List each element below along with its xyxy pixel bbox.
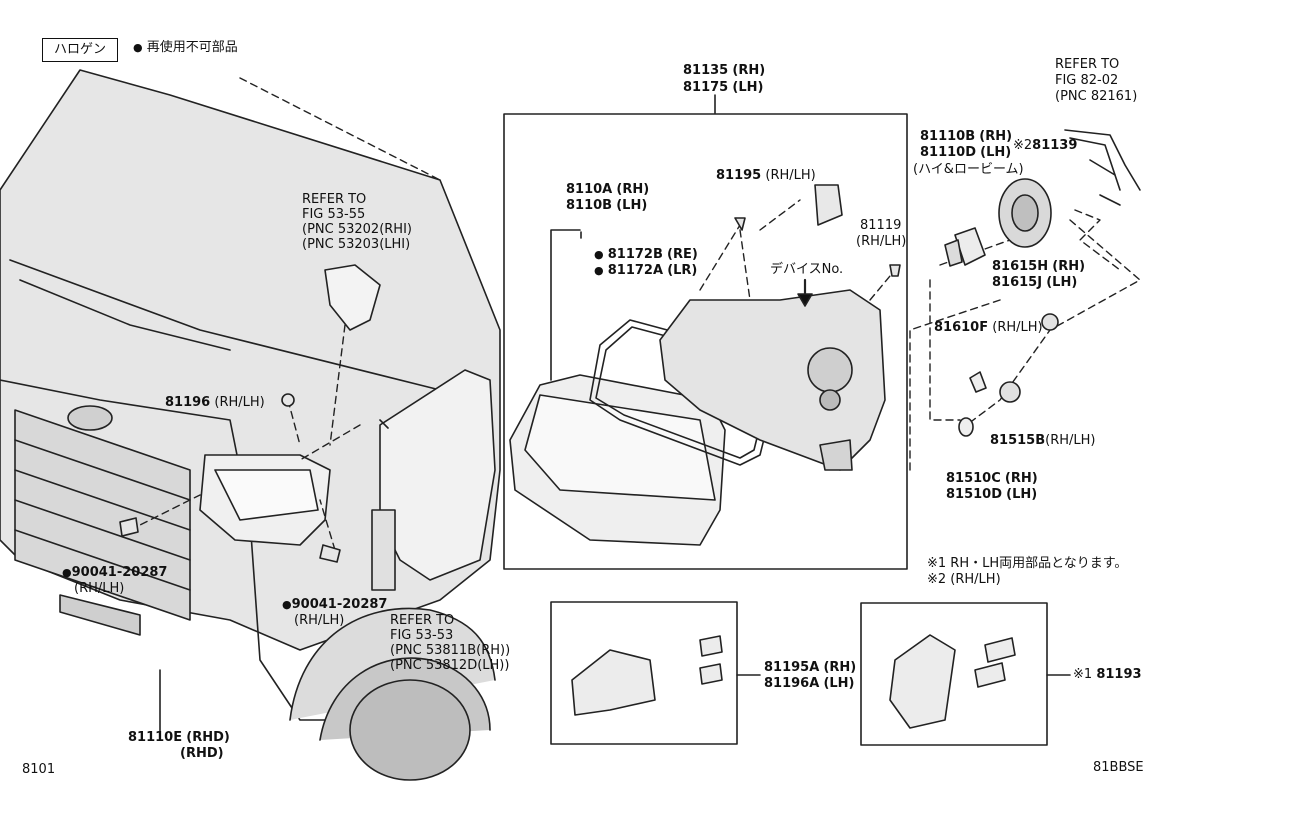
label-81193: ※1 81193 bbox=[1073, 667, 1142, 682]
legend-non-reusable: ● 再使用不可部品 bbox=[133, 40, 238, 55]
label-bolt-b-side: (RH/LH) bbox=[294, 613, 345, 628]
label-81196a: 81196A (LH) bbox=[764, 676, 855, 691]
label-device-no: デバイスNo. bbox=[770, 262, 844, 277]
wire-harness bbox=[1064, 129, 1141, 206]
refer-53-53-line2: FIG 53-53 bbox=[390, 628, 454, 643]
label-81172a: ● 81172A (LR) bbox=[594, 263, 698, 278]
bulb-81510c bbox=[958, 417, 974, 437]
assembly-frame bbox=[503, 113, 908, 570]
headlamp-bulb bbox=[944, 227, 986, 267]
label-81175: 81175 (LH) bbox=[683, 80, 764, 95]
device-arrowhead bbox=[797, 293, 813, 307]
refer-53-53-line1: REFER TO bbox=[390, 613, 455, 628]
label-81510d: 81510D (LH) bbox=[946, 487, 1038, 502]
label-81615j: 81615J (LH) bbox=[992, 275, 1078, 290]
bracket-81193 bbox=[889, 634, 1016, 729]
aim-adjuster bbox=[814, 184, 843, 226]
label-81515b: 81515B(RH/LH) bbox=[990, 433, 1096, 448]
label-bolt-a-side: (RH/LH) bbox=[74, 581, 125, 596]
label-81139: ※281139 bbox=[1013, 138, 1078, 153]
headlamp-housing bbox=[659, 289, 886, 471]
label-81110e: 81110E (RHD) bbox=[128, 730, 230, 745]
label-8110b: 8110B (LH) bbox=[566, 198, 648, 213]
label-81110d: 81110D (LH) bbox=[920, 145, 1012, 160]
refer-53-53-line4: (PNC 53812D(LH)) bbox=[390, 658, 510, 673]
fender-panel bbox=[371, 369, 496, 591]
label-81172b: ● 81172B (RE) bbox=[594, 247, 698, 262]
refer-82-02-line2: FIG 82-02 bbox=[1055, 73, 1119, 88]
note-2: ※2 (RH/LH) bbox=[927, 572, 1001, 587]
label-81110b: 81110B (RH) bbox=[920, 129, 1013, 144]
figure-code: 81BBSE bbox=[1093, 760, 1144, 775]
bulb-81610f bbox=[969, 371, 987, 393]
halogen-badge: ハロゲン bbox=[42, 38, 118, 62]
label-rhd: (RHD) bbox=[180, 746, 224, 761]
bracket-box-81195a bbox=[550, 601, 738, 745]
unit-bracket bbox=[550, 229, 582, 381]
socket-81615 bbox=[1041, 313, 1059, 331]
label-81610f: 81610F (RH/LH) bbox=[934, 320, 1043, 335]
label-81196: 81196 (RH/LH) bbox=[165, 395, 265, 410]
refer-53-55-line2: FIG 53-55 bbox=[302, 207, 366, 222]
label-8110a: 8110A (RH) bbox=[566, 182, 650, 197]
refer-53-55-line4: (PNC 53203(LHI) bbox=[302, 237, 411, 252]
label-bolt-a: ●90041-20287 bbox=[62, 565, 168, 580]
socket-81515b bbox=[999, 381, 1021, 403]
refer-53-55-line1: REFER TO bbox=[302, 192, 367, 207]
label-81195: 81195 (RH/LH) bbox=[716, 168, 816, 183]
label-81510c: 81510C (RH) bbox=[946, 471, 1038, 486]
bracket-box-81193 bbox=[860, 602, 1048, 746]
bracket-81195a bbox=[571, 635, 723, 716]
label-bolt-b: ●90041-20287 bbox=[282, 597, 388, 612]
refer-53-53-line3: (PNC 53811B(RH)) bbox=[390, 643, 511, 658]
dust-cover bbox=[998, 178, 1052, 248]
label-81615h: 81615H (RH) bbox=[992, 259, 1086, 274]
refer-82-02-line1: REFER TO bbox=[1055, 57, 1120, 72]
installed-headlamp bbox=[199, 454, 331, 546]
refer-82-02-line3: (PNC 82161) bbox=[1055, 89, 1138, 104]
label-81195a: 81195A (RH) bbox=[764, 660, 857, 675]
wheel bbox=[289, 607, 496, 781]
page-id: 8101 bbox=[22, 762, 56, 777]
refer-53-55-line3: (PNC 53202(RHI) bbox=[302, 222, 412, 237]
label-81119: 81119 bbox=[860, 218, 902, 233]
vehicle-body bbox=[0, 69, 501, 721]
headlamp-lens bbox=[509, 374, 726, 546]
label-81135: 81135 (RH) bbox=[683, 63, 766, 78]
bullet-icon: ● bbox=[133, 41, 143, 54]
legend-text: 再使用不可部品 bbox=[146, 40, 238, 55]
label-hi-lo-beam: (ハイ&ロービーム) bbox=[913, 162, 1024, 177]
box-leaders bbox=[714, 94, 1071, 676]
note-1: ※1 RH・LH両用部品となります。 bbox=[927, 556, 1128, 571]
fasteners bbox=[119, 217, 901, 563]
label-81119-side: (RH/LH) bbox=[856, 234, 907, 249]
bracket-53202 bbox=[324, 264, 381, 331]
